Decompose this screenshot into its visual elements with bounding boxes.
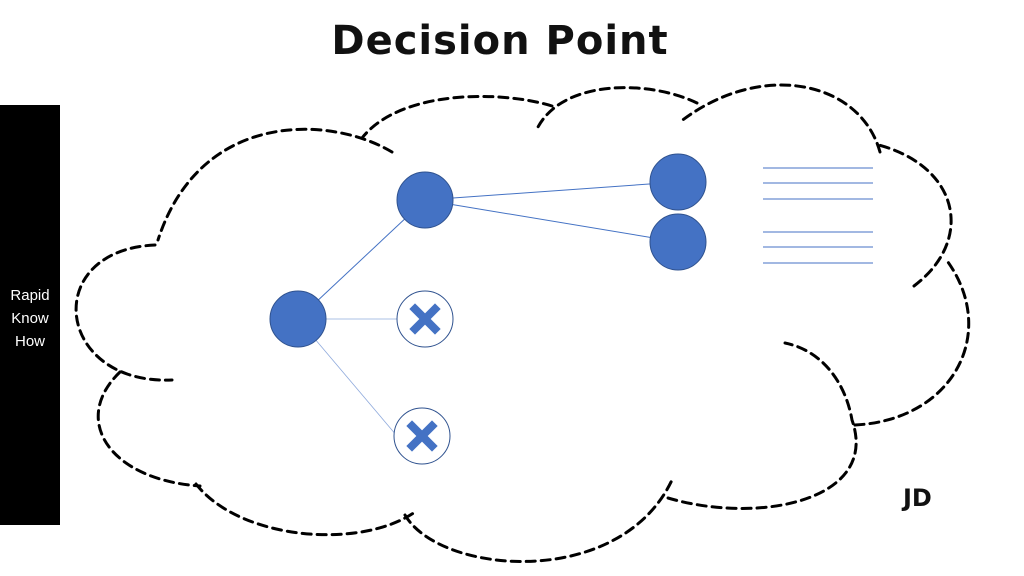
cloud-arc-bottom-right bbox=[666, 341, 858, 510]
edge-upper-to-option-1 bbox=[424, 181, 679, 201]
cloud-arc-top-left bbox=[156, 127, 394, 242]
cloud-arc-left-upper bbox=[74, 243, 174, 382]
close-x-icon bbox=[406, 420, 438, 452]
option-node-1 bbox=[649, 153, 707, 211]
cloud-arc-right-upper bbox=[873, 142, 953, 288]
edge-root-to-upper bbox=[297, 199, 426, 320]
rejected-node-1 bbox=[396, 290, 454, 348]
close-x-icon bbox=[409, 303, 441, 335]
cloud-outline bbox=[74, 83, 971, 563]
brand-label: Rapid Know How bbox=[0, 284, 60, 353]
side-bar bbox=[0, 105, 60, 525]
cloud-arc-top-center bbox=[360, 95, 554, 140]
root-node bbox=[269, 290, 327, 348]
author-signature: JD bbox=[903, 484, 932, 512]
brand-line-3: How bbox=[14, 333, 45, 350]
cloud-arc-bottom-mid bbox=[403, 478, 674, 563]
option-1-lines bbox=[763, 167, 873, 200]
cloud-arc-right-lower bbox=[853, 256, 971, 427]
option-2-lines bbox=[763, 231, 873, 264]
decision-node bbox=[396, 171, 454, 229]
brand-line-1: Rapid bbox=[10, 287, 50, 304]
option-node-2 bbox=[649, 213, 707, 271]
edges bbox=[297, 181, 679, 437]
cloud-arc-top-right bbox=[678, 83, 882, 154]
cloud-arc-top-mid bbox=[534, 86, 699, 133]
page-title: Decision Point bbox=[331, 18, 669, 64]
rejected-node-2 bbox=[393, 407, 451, 465]
cloud-arc-left-lower bbox=[96, 370, 202, 488]
cloud-arc-bottom-left bbox=[194, 482, 417, 537]
brand-line-2: Know bbox=[11, 310, 49, 327]
edge-upper-to-option-2 bbox=[424, 199, 679, 243]
